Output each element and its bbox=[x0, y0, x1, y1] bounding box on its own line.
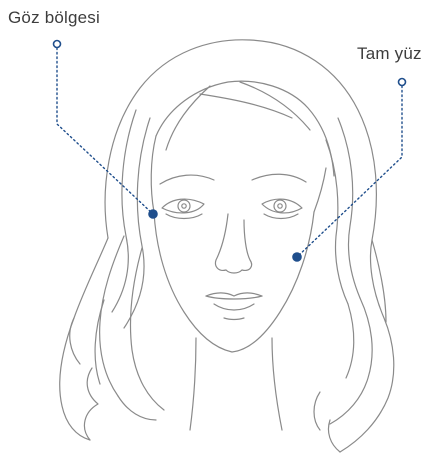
right-eyebrow bbox=[252, 174, 306, 182]
full-face-marker bbox=[292, 252, 302, 262]
hairline bbox=[156, 81, 334, 176]
full-face-anchor-icon bbox=[399, 79, 406, 86]
nose bbox=[215, 214, 228, 270]
face-outline bbox=[154, 212, 314, 352]
eye-area-marker bbox=[148, 209, 158, 219]
eye-area-anchor-icon bbox=[54, 41, 61, 48]
left-eye bbox=[162, 199, 204, 213]
neck bbox=[190, 338, 196, 430]
mouth bbox=[206, 293, 262, 296]
hair-left-outline bbox=[60, 238, 108, 440]
left-eyebrow bbox=[160, 175, 214, 184]
hair-outline bbox=[105, 40, 394, 452]
